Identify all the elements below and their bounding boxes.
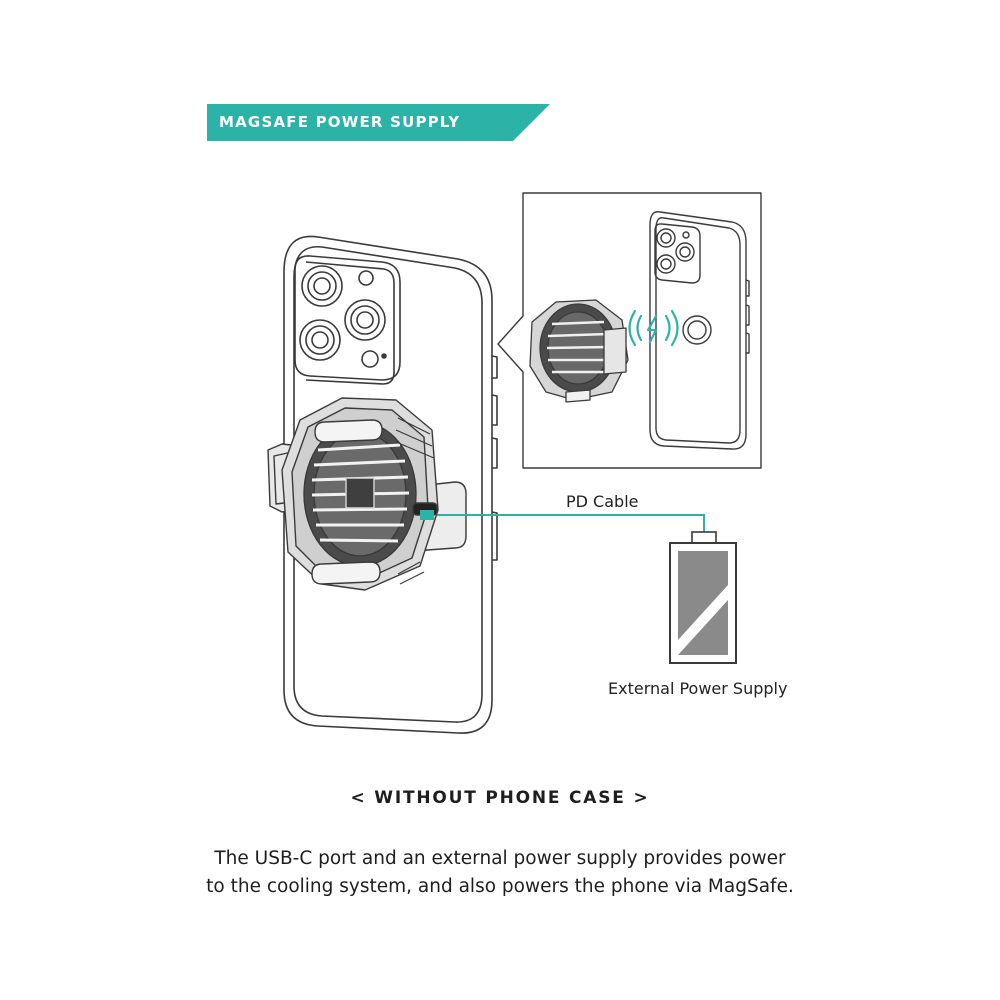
external-power-supply-label: External Power Supply <box>608 679 788 698</box>
pd-cable-line <box>437 514 705 532</box>
diagram-subtitle: < WITHOUT PHONE CASE > <box>350 788 650 808</box>
magsafe-ring-icon <box>682 315 712 345</box>
inset-callout <box>497 192 762 469</box>
inset-cooler <box>529 299 629 403</box>
caption: The USB-C port and an external power sup… <box>150 845 850 901</box>
phone-illustration <box>283 235 498 734</box>
section-banner: MAGSAFE POWER SUPPLY <box>207 104 550 141</box>
banner-title: MAGSAFE POWER SUPPLY <box>219 113 461 131</box>
cooler-illustration <box>267 397 467 591</box>
cable-connector <box>420 510 434 520</box>
pd-cable-label: PD Cable <box>566 492 639 511</box>
battery-icon <box>669 531 737 664</box>
wireless-charging-icon <box>628 309 679 347</box>
caption-line-1: The USB-C port and an external power sup… <box>214 848 786 869</box>
caption-line-2: to the cooling system, and also powers t… <box>206 876 794 897</box>
banner-shape <box>207 104 550 141</box>
